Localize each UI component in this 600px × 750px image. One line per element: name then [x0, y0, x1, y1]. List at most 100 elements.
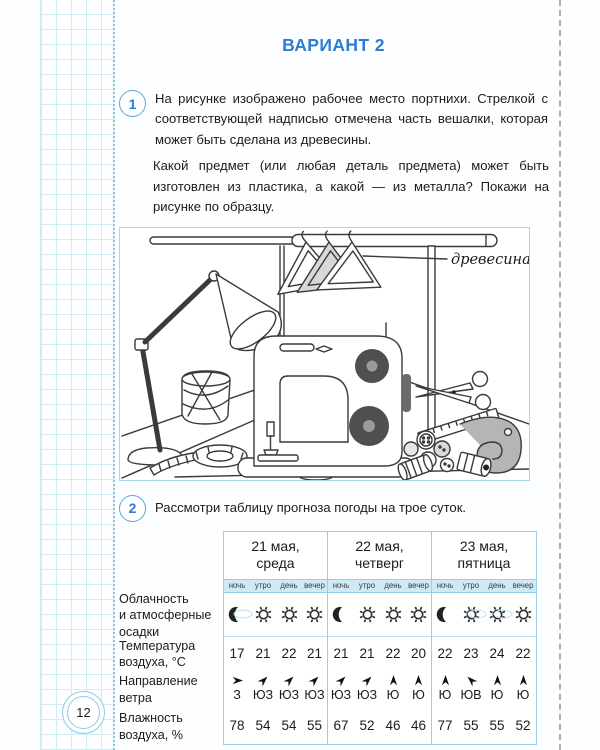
time-label-cell: утро — [354, 578, 380, 593]
day-header: 22 мая,четверг — [328, 531, 432, 579]
wind-cell: ЮЗ — [250, 670, 276, 708]
margin-grid — [40, 0, 115, 750]
time-label-cell: вечер — [406, 578, 432, 593]
hangers-drawing — [277, 229, 382, 295]
wood-label: древесина — [451, 252, 529, 268]
cloudiness-cell — [250, 593, 276, 637]
task-1-paragraph-2: Какой предмет (или любая деталь предмета… — [153, 158, 549, 215]
faint-cloud-icon — [467, 609, 487, 619]
sun-icon — [515, 606, 531, 622]
moon-icon — [332, 606, 342, 622]
wind-cell: ЮВ — [458, 670, 484, 708]
humidity-cell: 67 — [333, 718, 349, 734]
wind-cell: ЮЗ — [276, 670, 302, 708]
time-label-cell: день — [380, 578, 406, 593]
humidity-cell: 46 — [406, 707, 432, 744]
sun-icon — [255, 606, 271, 622]
humidity-cell: 54 — [255, 718, 271, 734]
temperature-cell: 20 — [406, 636, 432, 670]
row-label-spacer — [119, 531, 223, 594]
humidity-cell: 77 — [437, 718, 453, 734]
wind-arrow-icon — [467, 676, 477, 687]
temperature-cell: 21 — [302, 636, 328, 670]
wind-arrow-icon — [441, 675, 449, 686]
cloudiness-cell — [328, 593, 354, 637]
cloudiness-cell — [302, 592, 328, 637]
temperature-cell: 21 — [255, 645, 271, 661]
wind-arrow-icon — [257, 676, 267, 687]
humidity-cell: 54 — [281, 718, 297, 734]
cloudiness-cell — [380, 593, 406, 637]
wind-cell: ЮЗ — [354, 670, 380, 708]
cut-dashed-line — [559, 0, 561, 750]
wind-cell: Ю — [406, 669, 432, 708]
sun-icon — [281, 606, 297, 622]
page-number-badge: 12 — [62, 691, 105, 734]
humidity-cell: 55 — [489, 718, 505, 734]
time-label-cell: день — [276, 578, 302, 593]
temperature-cell: 22 — [437, 645, 453, 661]
temperature-cell: 22 — [515, 645, 531, 661]
temperature-cell: 22 — [385, 645, 401, 661]
wind-cell: ЮЗ — [328, 670, 354, 708]
temperature-cell: 24 — [489, 645, 505, 661]
time-label-cell: ночь — [328, 578, 354, 593]
wind-arrow-icon — [308, 676, 319, 687]
wind-arrow-icon — [361, 676, 371, 687]
cloudiness-cell — [432, 593, 458, 637]
task-2-intro: Рассмотри таблицу прогноза погоды на тро… — [155, 499, 467, 515]
cloudiness-cell — [510, 593, 536, 637]
sewing-machine-drawing — [237, 321, 415, 478]
sun-icon — [410, 606, 427, 622]
buttons-drawing — [403, 429, 455, 472]
wind-cell: Ю — [510, 670, 536, 708]
task-1: 1 На рисунке изображено рабочее место по… — [119, 89, 548, 150]
humidity-cell: 55 — [463, 718, 479, 734]
wind-arrow-icon — [519, 675, 527, 686]
sun-icon — [359, 606, 375, 622]
cloudiness-cell — [406, 592, 432, 637]
task-2-number-badge: 2 — [119, 494, 146, 522]
temperature-cell: 22 — [281, 645, 297, 661]
illustration-svg: древесина — [121, 229, 529, 480]
thread-spools-drawing — [397, 451, 492, 480]
cloudiness-cell — [354, 593, 380, 637]
task-1-number-badge: 1 — [119, 90, 146, 117]
time-label-cell: ночь — [432, 578, 458, 593]
task-1-paragraph-1: На рисунке изображено рабочее место порт… — [155, 91, 548, 147]
time-label-cell: день — [484, 578, 510, 593]
faint-cloud-icon — [493, 609, 513, 619]
wind-cell: З — [224, 670, 250, 708]
main-content: ВАРИАНТ 2 1 На рисунке изображено рабоче… — [119, 0, 549, 745]
cloudiness-cell — [458, 593, 487, 637]
temperature-cell: 21 — [359, 645, 375, 661]
temperature-cell: 21 — [333, 645, 349, 661]
humidity-cell: 52 — [359, 718, 375, 734]
sun-icon — [489, 606, 505, 622]
time-label-cell: ночь — [224, 578, 250, 593]
temperature-cell: 17 — [229, 645, 245, 661]
task-2: 2 Рассмотри таблицу прогноза погоды на т… — [119, 494, 548, 522]
wind-arrow-icon — [283, 676, 293, 687]
page-title: ВАРИАНТ 2 — [282, 35, 385, 55]
cloudiness-cell — [224, 593, 253, 637]
sun-icon — [385, 606, 401, 622]
day-header: 23 мая,пятница — [457, 537, 511, 572]
moon-icon — [228, 606, 238, 622]
temperature-cell: 23 — [463, 645, 479, 661]
sun-icon — [463, 606, 479, 622]
scissors-drawing — [415, 370, 492, 410]
cloudiness-cell — [484, 593, 513, 637]
faint-cloud-icon — [233, 609, 253, 619]
wind-arrow-icon — [335, 676, 345, 687]
cloudiness-cell — [276, 593, 302, 637]
time-label-cell: утро — [250, 578, 276, 593]
wind-arrow-icon — [389, 675, 397, 686]
wind-arrow-icon — [232, 677, 243, 685]
